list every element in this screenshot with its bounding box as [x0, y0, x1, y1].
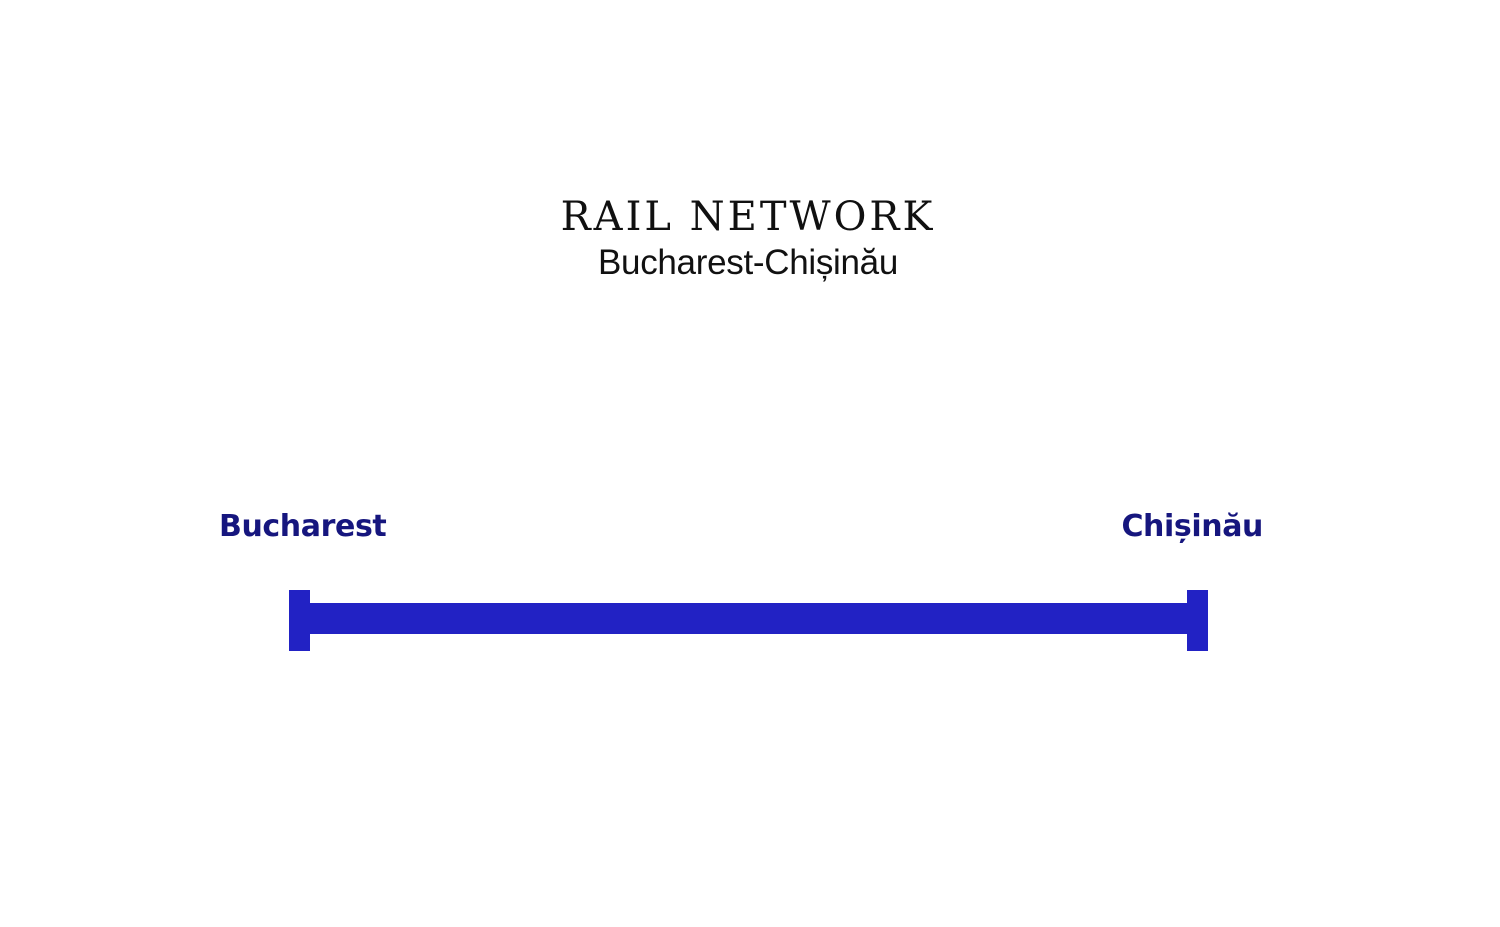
rail-route — [289, 590, 1208, 651]
terminus-marker-chisinau — [1187, 590, 1208, 651]
title-block: RAIL NETWORK Bucharest-Chișinău — [428, 196, 1068, 283]
station-label-chisinau: Chișinău — [1121, 509, 1263, 544]
station-label-bucharest: Bucharest — [219, 509, 387, 544]
page-title: RAIL NETWORK — [560, 194, 936, 240]
page-subtitle: Bucharest-Chișinău — [597, 243, 899, 282]
rail-line-segment — [289, 603, 1208, 634]
terminus-marker-bucharest — [289, 590, 310, 651]
